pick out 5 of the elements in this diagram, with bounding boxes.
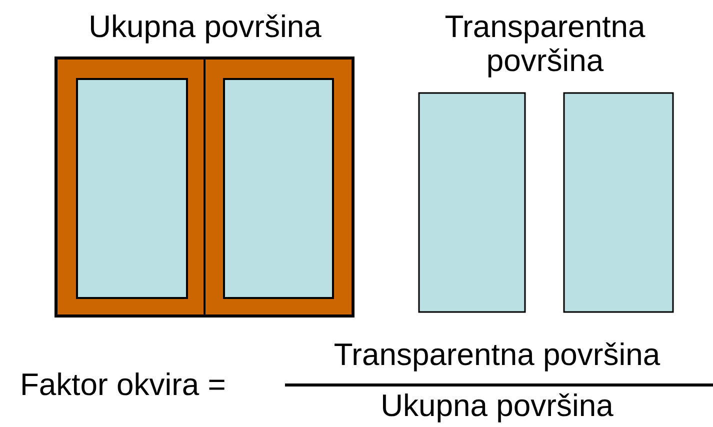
- denominator: Ukupna površina: [380, 389, 614, 423]
- heading: Ukupna površina: [88, 10, 322, 44]
- numerator: Transparentna površina: [332, 338, 662, 372]
- heading: Transparentna površina: [444, 10, 646, 78]
- formula-label: Faktor okvira =: [20, 368, 226, 402]
